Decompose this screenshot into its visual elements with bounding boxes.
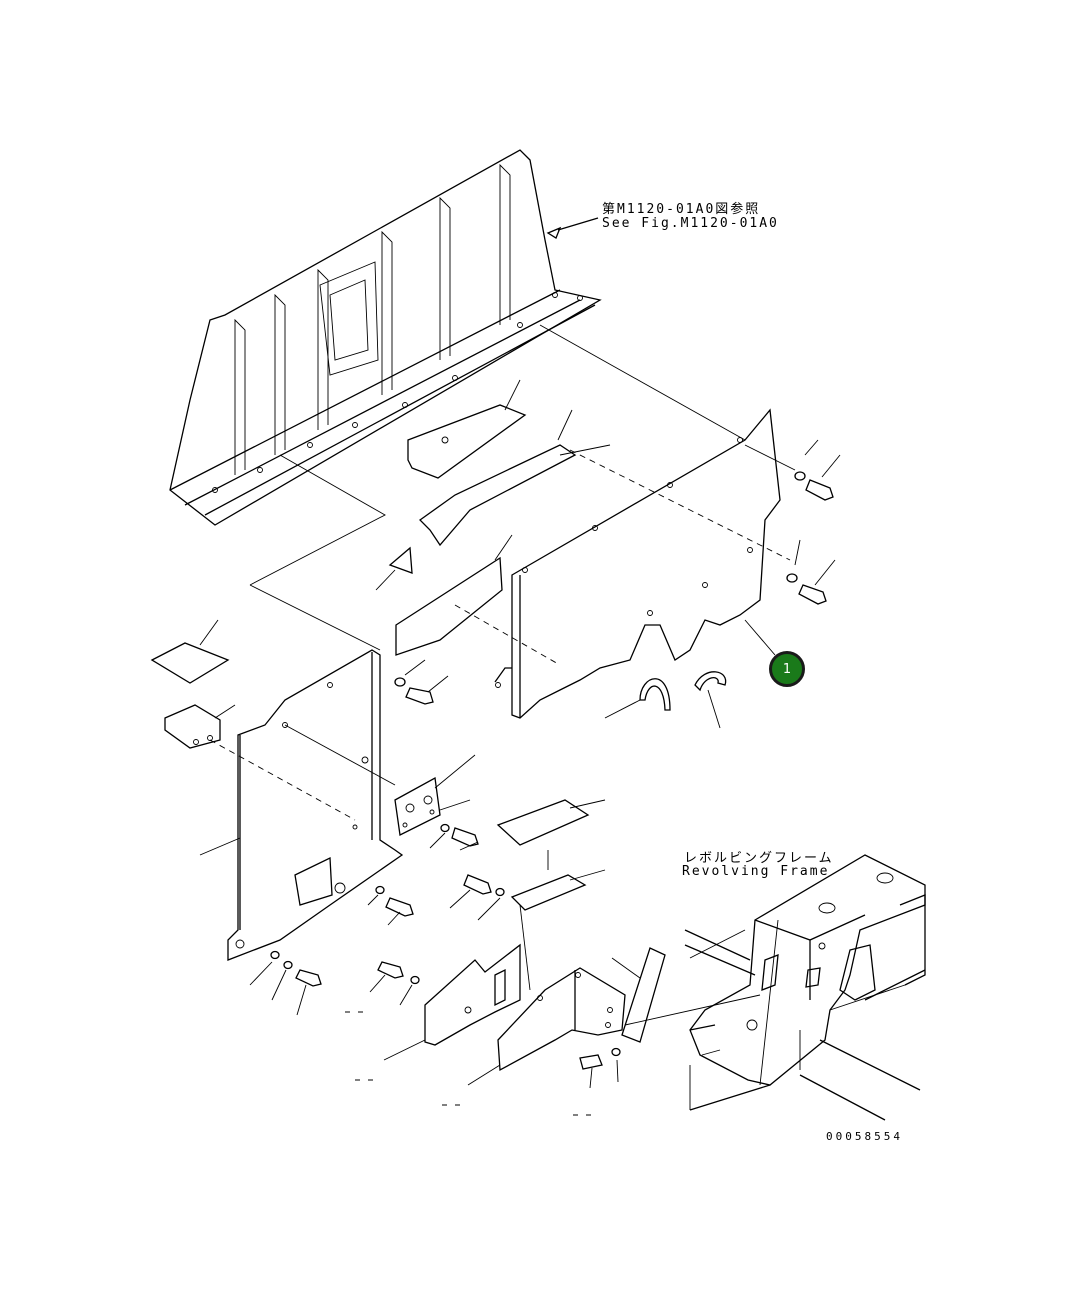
dash-marks — [345, 1011, 591, 1116]
frame-label-jp: レボルビングフレーム — [684, 851, 834, 866]
reference-note-jp: 第M1120-01A0図参照 — [602, 202, 761, 217]
small-cover-plates — [496, 799, 606, 991]
seal-plate — [395, 534, 561, 666]
left-plate-a — [150, 619, 230, 684]
lower-bracket-right — [467, 947, 761, 1089]
top-cover-assembly — [169, 149, 602, 526]
bolt-washer-set-upper-right — [569, 439, 841, 605]
side-cover-main — [494, 408, 781, 719]
left-side-panel — [199, 649, 404, 961]
clips — [604, 671, 727, 729]
cover-plate-strip — [418, 409, 611, 547]
bolt-washer-set-middle — [249, 659, 505, 1016]
cover-plate-small — [407, 379, 527, 479]
projection-line — [249, 584, 381, 651]
part-callout-1[interactable]: 1 — [769, 651, 805, 687]
revolving-frame — [684, 854, 926, 1121]
triangle-seal — [375, 546, 413, 591]
rubber-pad — [394, 754, 476, 836]
lower-bracket-left — [383, 943, 521, 1061]
drawing-number: 00058554 — [826, 1130, 903, 1143]
frame-label-en: Revolving Frame — [682, 864, 830, 879]
reference-note-en: See Fig.M1120-01A0 — [602, 216, 779, 231]
projection-line — [249, 454, 386, 586]
left-bracket-b — [164, 704, 236, 749]
projection-line — [539, 324, 746, 441]
